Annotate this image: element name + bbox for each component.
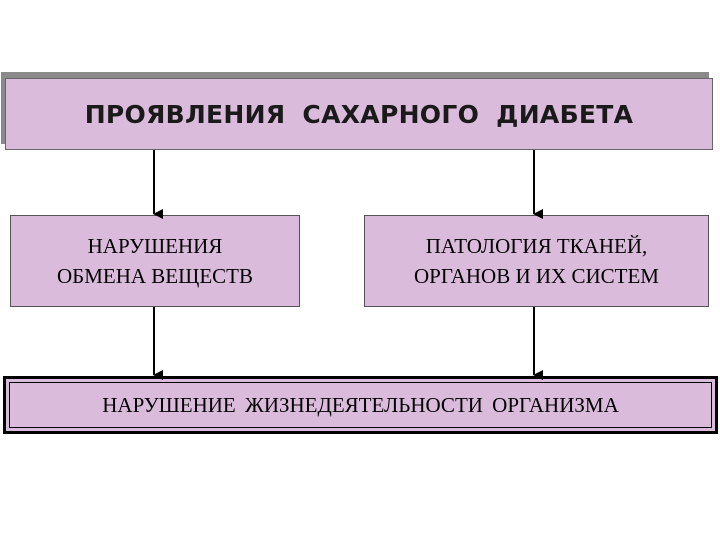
metabolism-line-2: ОБМЕНА ВЕЩЕСТВ bbox=[57, 264, 253, 288]
title-text: ПРОЯВЛЕНИЯ САХАРНОГО ДИАБЕТА bbox=[84, 99, 634, 129]
pathology-line-1: ПАТОЛОГИЯ ТКАНЕЙ, bbox=[425, 234, 648, 258]
tissue-pathology-box: ПАТОЛОГИЯ ТКАНЕЙ, ОРГАНОВ И ИХ СИСТЕМ bbox=[364, 215, 709, 307]
title-box: ПРОЯВЛЕНИЯ САХАРНОГО ДИАБЕТА bbox=[5, 78, 713, 150]
vital-activity-text: НАРУШЕНИЕ ЖИЗНЕДЕЯТЕЛЬНОСТИ ОРГАНИЗМА bbox=[102, 392, 619, 417]
pathology-line-2: ОРГАНОВ И ИХ СИСТЕМ bbox=[414, 264, 659, 288]
metabolism-disorder-box: НАРУШЕНИЯ ОБМЕНА ВЕЩЕСТВ bbox=[10, 215, 300, 307]
vital-activity-box: НАРУШЕНИЕ ЖИЗНЕДЕЯТЕЛЬНОСТИ ОРГАНИЗМА bbox=[3, 376, 718, 434]
metabolism-line-1: НАРУШЕНИЯ bbox=[87, 234, 223, 258]
